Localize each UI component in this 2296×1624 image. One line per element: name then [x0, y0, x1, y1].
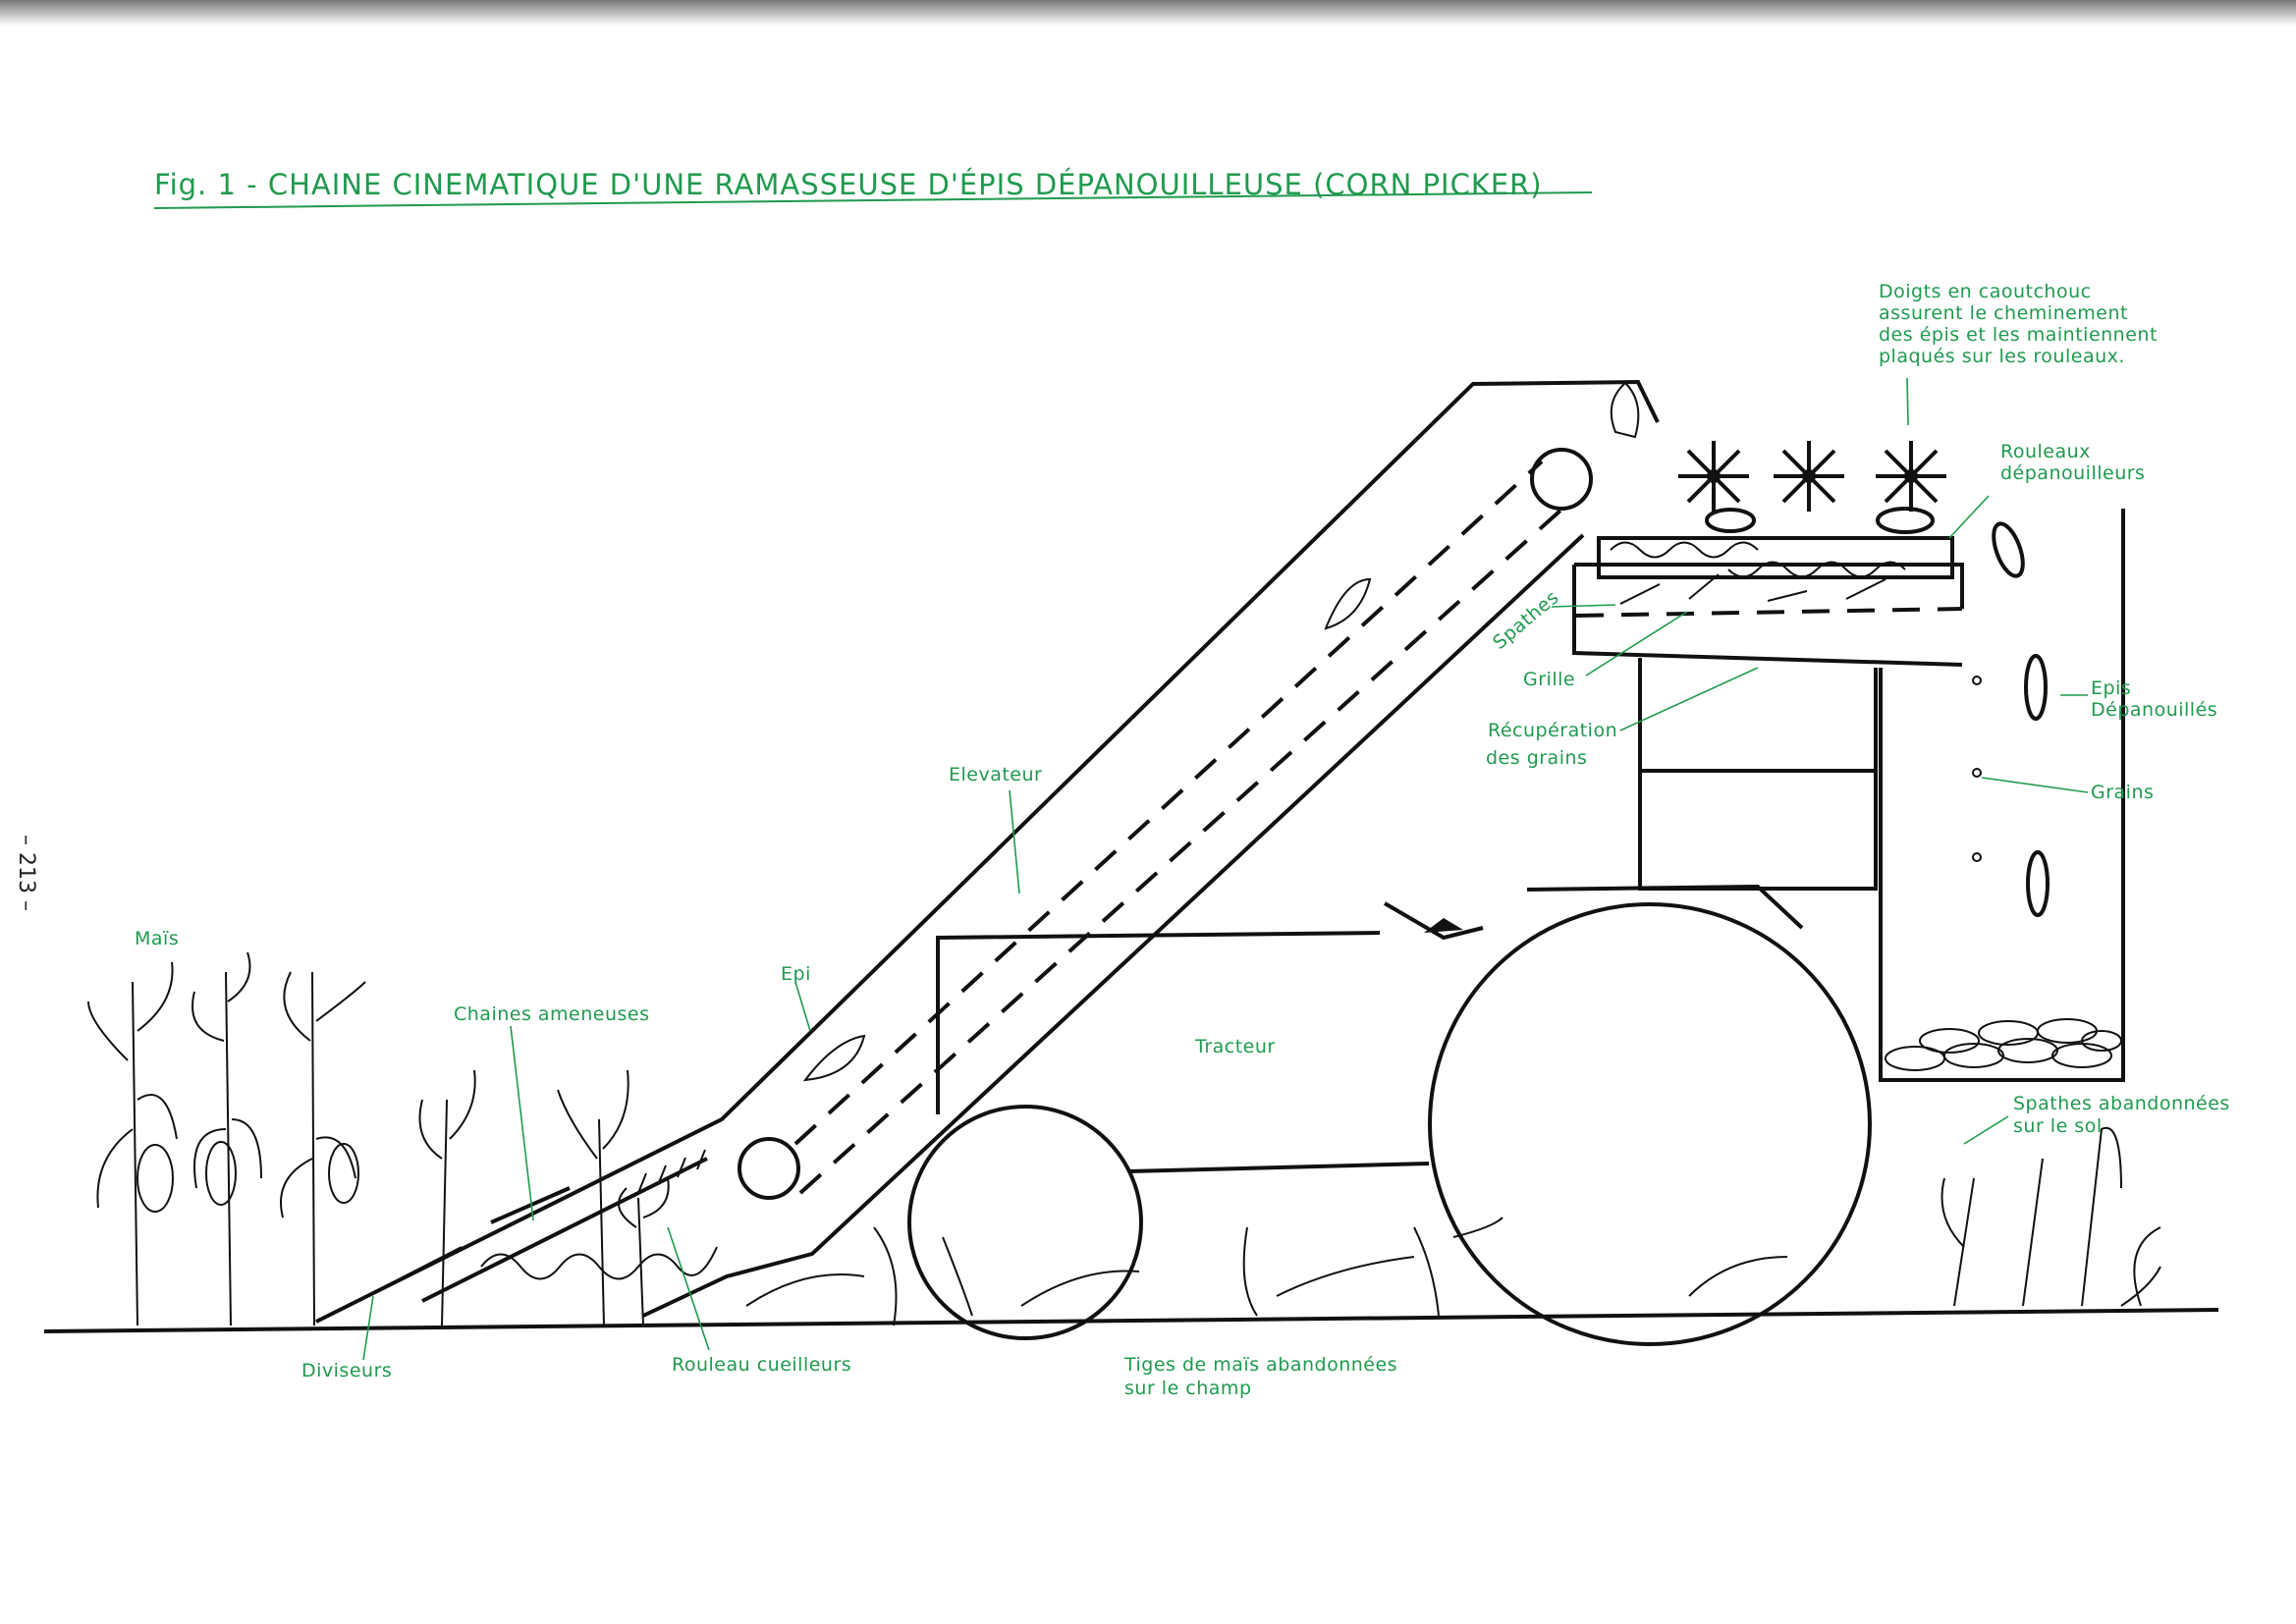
seat	[1383, 901, 1484, 941]
figure-title: Fig. 1 - CHAINE CINEMATIQUE D'UNE RAMASS…	[154, 168, 1543, 201]
large-wheel	[1428, 902, 1872, 1346]
label-epi: Epi	[781, 963, 811, 985]
label-spathes-ab-2: sur le sol	[2013, 1115, 2103, 1137]
label-doigts-2: assurent le cheminement	[1879, 302, 2128, 324]
label-epis-1: Epis	[2091, 677, 2131, 699]
ground-line	[43, 1308, 2219, 1333]
corn-plants	[87, 951, 2161, 1326]
husking-unit	[1526, 441, 2125, 1082]
label-grille: Grille	[1523, 669, 1575, 690]
husked-ears-pile	[1885, 1018, 2122, 1071]
label-rouleaux-2: dépanouilleurs	[2000, 462, 2145, 484]
label-recuperation-2: des grains	[1486, 747, 1587, 769]
title-underline	[153, 191, 1593, 209]
label-diviseurs: Diviseurs	[301, 1360, 392, 1381]
label-epis-2: Dépanouillés	[2091, 699, 2217, 721]
label-rouleaux-1: Rouleaux	[2000, 441, 2091, 462]
label-tracteur: Tracteur	[1194, 1036, 1276, 1057]
label-elevateur: Elevateur	[949, 764, 1042, 785]
label-grains: Grains	[2091, 782, 2154, 803]
rubber-finger-wheels	[1678, 441, 1946, 512]
small-wheel	[907, 1105, 1143, 1340]
leader-lines	[362, 377, 2089, 1361]
elevator	[315, 379, 1660, 1324]
lower-roller	[738, 1137, 800, 1200]
label-doigts-4: plaqués sur les rouleaux.	[1879, 346, 2125, 367]
labels: Doigts en caoutchouc assurent le chemine…	[135, 281, 2230, 1399]
label-rouleau-cueilleurs: Rouleau cueilleurs	[672, 1354, 851, 1376]
feeder-chains	[421, 1149, 718, 1303]
label-recuperation-1: Récupération	[1488, 720, 1617, 741]
label-doigts-1: Doigts en caoutchouc	[1879, 281, 2092, 302]
page-number: – 213 –	[14, 835, 38, 911]
label-tiges-1: Tiges de maïs abandonnées	[1123, 1354, 1397, 1376]
husking-rollers	[1597, 536, 1954, 579]
label-mais: Maïs	[135, 928, 179, 949]
scan-edge-shadow	[0, 0, 2296, 26]
tractor	[907, 901, 1872, 1346]
label-spathes-ab-1: Spathes abandonnées	[2013, 1093, 2230, 1114]
label-tiges-2: sur le champ	[1124, 1378, 1252, 1399]
upper-roller	[1530, 448, 1593, 511]
label-spathes: Spathes	[1489, 586, 1563, 654]
label-doigts-3: des épis et les maintiennent	[1879, 324, 2158, 346]
label-chaines: Chaines ameneuses	[454, 1003, 650, 1025]
